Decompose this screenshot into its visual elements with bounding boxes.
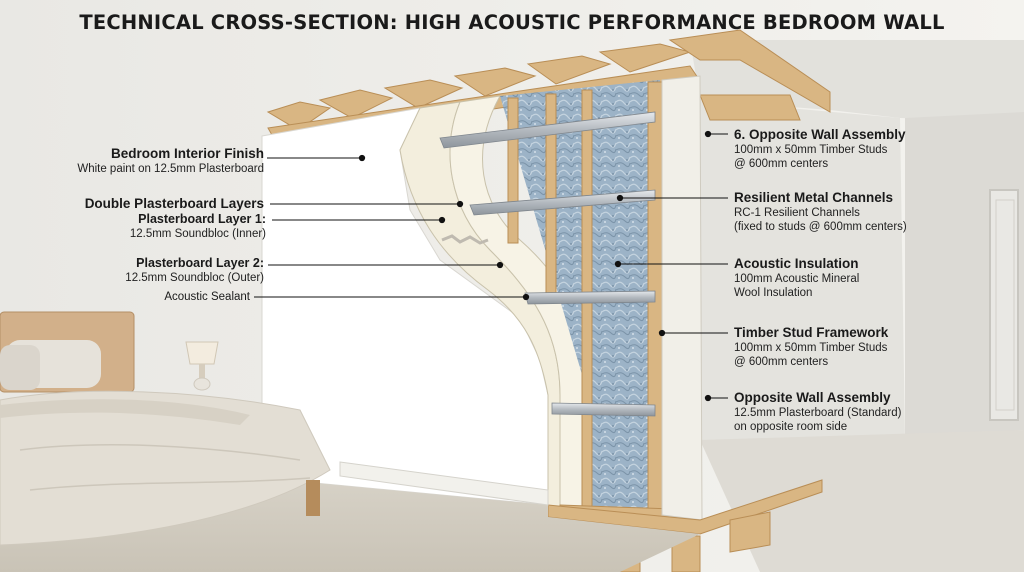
lamp-icon <box>185 341 219 391</box>
label-detail: 12.5mm Soundbloc (Outer) <box>125 272 264 285</box>
label-heading: Timber Stud Framework <box>734 325 889 340</box>
label-heading: Resilient Metal Channels <box>734 190 894 205</box>
label-opposite-wall-bottom: Opposite Wall Assembly 12.5mm Plasterboa… <box>734 390 901 435</box>
label-detail: 12.5mm Soundbloc (Inner) <box>129 228 266 241</box>
label-detail: 100mm Acoustic Mineral <box>734 273 860 286</box>
label-detail: 100mm x 50mm Timber Studs <box>734 342 888 355</box>
label-heading: Plasterboard Layer 1: <box>138 212 266 226</box>
label-heading: Plasterboard Layer 2: <box>136 256 264 270</box>
opposite-plasterboard <box>661 75 703 521</box>
label-detail: RC-1 Resilient Channels <box>734 207 860 220</box>
label-resilient-channels: Resilient Metal Channels RC-1 Resilient … <box>734 190 907 235</box>
skirting-board <box>339 461 549 506</box>
label-timber-framework: Timber Stud Framework 100mm x 50mm Timbe… <box>734 325 888 370</box>
label-heading: 6. Opposite Wall Assembly <box>734 127 906 142</box>
resilient-metal-channels <box>439 111 656 417</box>
label-opposite-wall-top: 6. Opposite Wall Assembly 100mm x 50mm T… <box>734 127 906 172</box>
label-heading: Bedroom Interior Finish <box>110 146 264 161</box>
label-detail: White paint on 12.5mm Plasterboard <box>77 163 264 176</box>
acoustic-sealant-bead <box>441 234 489 245</box>
label-acoustic-insulation: Acoustic Insulation 100mm Acoustic Miner… <box>734 256 859 301</box>
label-detail: 100mm x 50mm Timber Studs <box>734 144 888 157</box>
label-detail: 12.5mm Plasterboard (Standard) <box>734 407 902 420</box>
label-interior-finish: Bedroom Interior Finish White paint on 1… <box>77 146 264 176</box>
label-detail: @ 600mm centers <box>734 158 829 171</box>
label-heading: Double Plasterboard Layers <box>84 196 264 211</box>
label-heading: Opposite Wall Assembly <box>734 390 891 405</box>
label-double-plasterboard: Double Plasterboard Layers <box>85 196 264 212</box>
opposite-room-floor <box>700 430 1024 572</box>
label-heading: Acoustic Insulation <box>734 256 859 271</box>
opposite-room-wall <box>700 100 905 440</box>
label-detail: Wool Insulation <box>734 287 813 300</box>
label-plasterboard-layer-1: Plasterboard Layer 1: 12.5mm Soundbloc (… <box>130 212 266 241</box>
label-detail: (fixed to studs @ 600mm centers) <box>734 221 907 234</box>
label-detail: on opposite room side <box>734 421 848 434</box>
label-plasterboard-layer-2: Plasterboard Layer 2: 12.5mm Soundbloc (… <box>125 256 264 285</box>
label-detail: @ 600mm centers <box>734 356 829 369</box>
label-acoustic-sealant: Acoustic Sealant <box>164 291 250 303</box>
leader-lines <box>254 130 728 402</box>
door-icon <box>989 189 1019 421</box>
bed-icon <box>0 311 331 546</box>
diagram-title: TECHNICAL CROSS-SECTION: HIGH ACOUSTIC P… <box>79 11 945 34</box>
